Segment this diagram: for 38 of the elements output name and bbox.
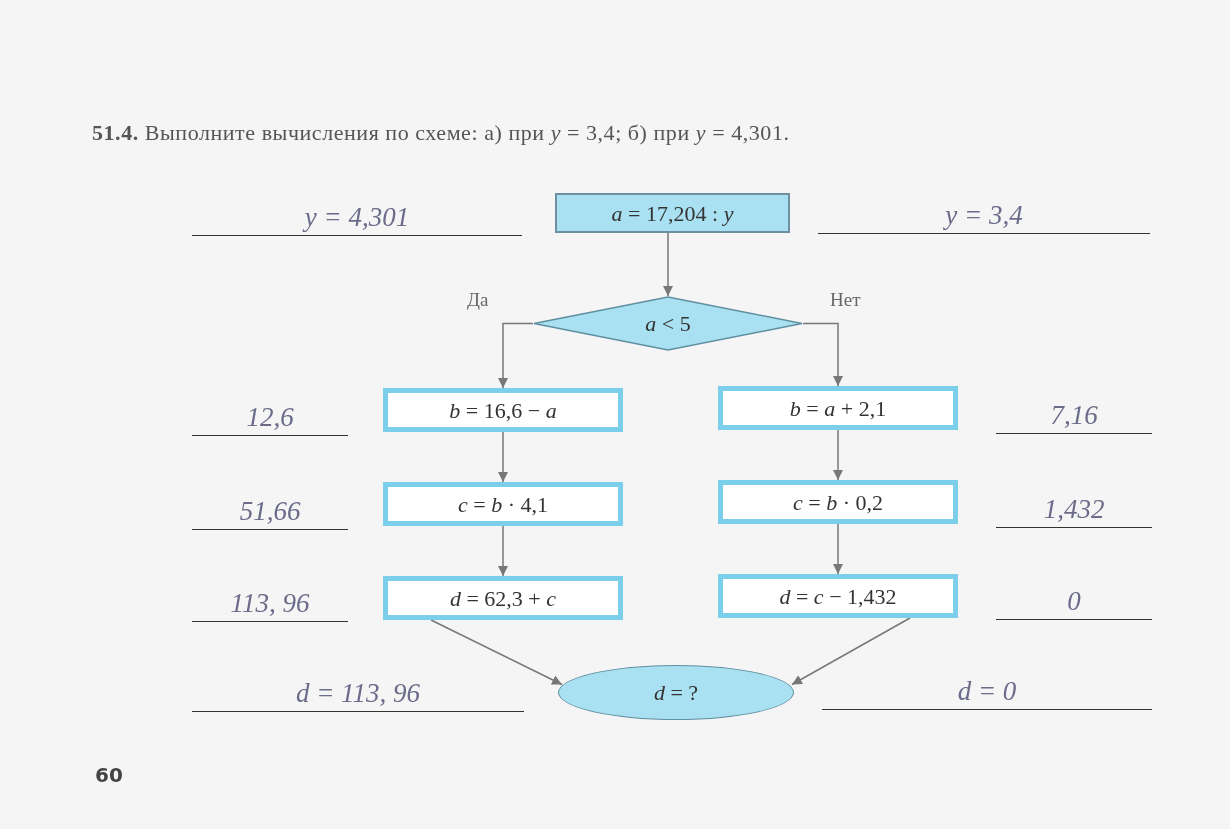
formula-text: d = 62,3 + c [449, 584, 557, 613]
process-box [383, 576, 623, 620]
arrow [802, 322, 843, 387]
page-number: 60 [95, 762, 123, 789]
handwritten-answer: 1,432 [1043, 496, 1105, 526]
decision-diamond [533, 296, 803, 351]
arrow [833, 523, 843, 575]
arrow [498, 431, 508, 483]
process-box [383, 388, 623, 432]
handwritten-answer: 0 [1067, 588, 1081, 618]
arrow [791, 617, 911, 686]
process-box [718, 386, 958, 430]
arrow [430, 619, 563, 686]
handwritten-answer: y = 4,301 [304, 204, 410, 234]
arrow [833, 429, 843, 481]
formula-text: a = 17,204 : y [611, 199, 734, 228]
task-heading: 51.4. Выполните вычисления по схеме: а) при y = 3,4; б) при y = 4,301. [92, 119, 790, 147]
arrow [663, 232, 673, 297]
formula-text: a < 5 [645, 310, 691, 338]
handwritten-answer: y = 3,4 [945, 202, 1023, 232]
process-box [718, 574, 958, 618]
handwritten-answer: 113, 96 [230, 590, 310, 620]
arrow [498, 525, 508, 577]
handwritten-answer: d = 0 [957, 678, 1017, 708]
process-box [555, 193, 790, 233]
formula-text: d = c − 1,432 [779, 582, 897, 611]
process-box [383, 482, 623, 526]
handwritten-answer: d = 113, 96 [295, 680, 421, 710]
handwritten-answer: 7,16 [1050, 402, 1098, 432]
formula-text: c = b · 4,1 [458, 490, 548, 519]
handwritten-answer: 12,6 [246, 404, 294, 434]
formula-text: b = a + 2,1 [789, 394, 887, 423]
process-box [718, 480, 958, 524]
handwritten-answer: 51,66 [239, 498, 301, 528]
formula-text: d = ? [653, 679, 699, 707]
formula-text: c = b · 0,2 [793, 488, 883, 517]
arrow [498, 322, 534, 389]
formula-text: b = 16,6 − a [449, 396, 557, 425]
